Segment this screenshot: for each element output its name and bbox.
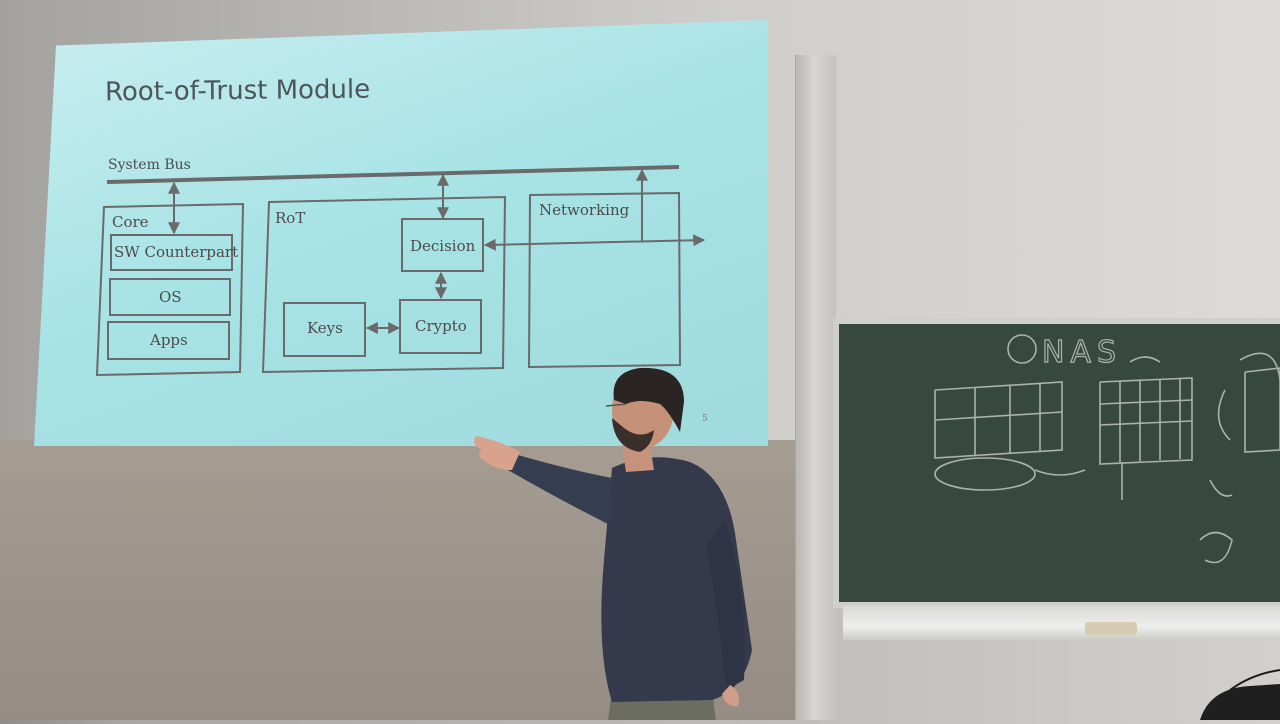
sw-counterpart-box — [110, 234, 233, 271]
apps-box — [107, 321, 230, 360]
crypto-label: Crypto — [415, 317, 467, 335]
sw-counterpart-label: SW Counterpart — [114, 243, 239, 261]
apps-label: Apps — [150, 331, 188, 349]
networking-box — [527, 191, 682, 369]
chalk-tray — [843, 606, 1280, 640]
presenter-glasses — [605, 403, 627, 407]
decision-label: Decision — [410, 237, 476, 255]
wall-pillar — [795, 55, 836, 720]
os-label: OS — [159, 288, 182, 306]
networking-label: Networking — [539, 201, 630, 219]
chalkboard-scribble: NAS — [1042, 335, 1122, 370]
keys-label: Keys — [307, 319, 343, 337]
keys-box — [283, 302, 366, 357]
chalk-circle — [1007, 334, 1037, 364]
decision-network-arrow — [483, 234, 706, 251]
system-bus-line — [106, 165, 680, 184]
presenter-beard — [612, 418, 654, 452]
os-box — [109, 278, 231, 316]
dark-equipment-corner — [1190, 668, 1280, 720]
presenter-hair — [613, 367, 684, 432]
presenter-arm — [508, 455, 612, 525]
system-bus-label: System Bus — [108, 157, 191, 173]
rot-box — [261, 195, 507, 374]
presenter-hand — [474, 436, 520, 470]
core-label: Core — [112, 213, 149, 231]
board-eraser — [1085, 622, 1137, 635]
core-box — [95, 202, 245, 377]
rot-label: RoT — [275, 209, 306, 227]
slide-page-number: 5 — [702, 414, 708, 424]
presenter-shirt — [601, 457, 752, 702]
